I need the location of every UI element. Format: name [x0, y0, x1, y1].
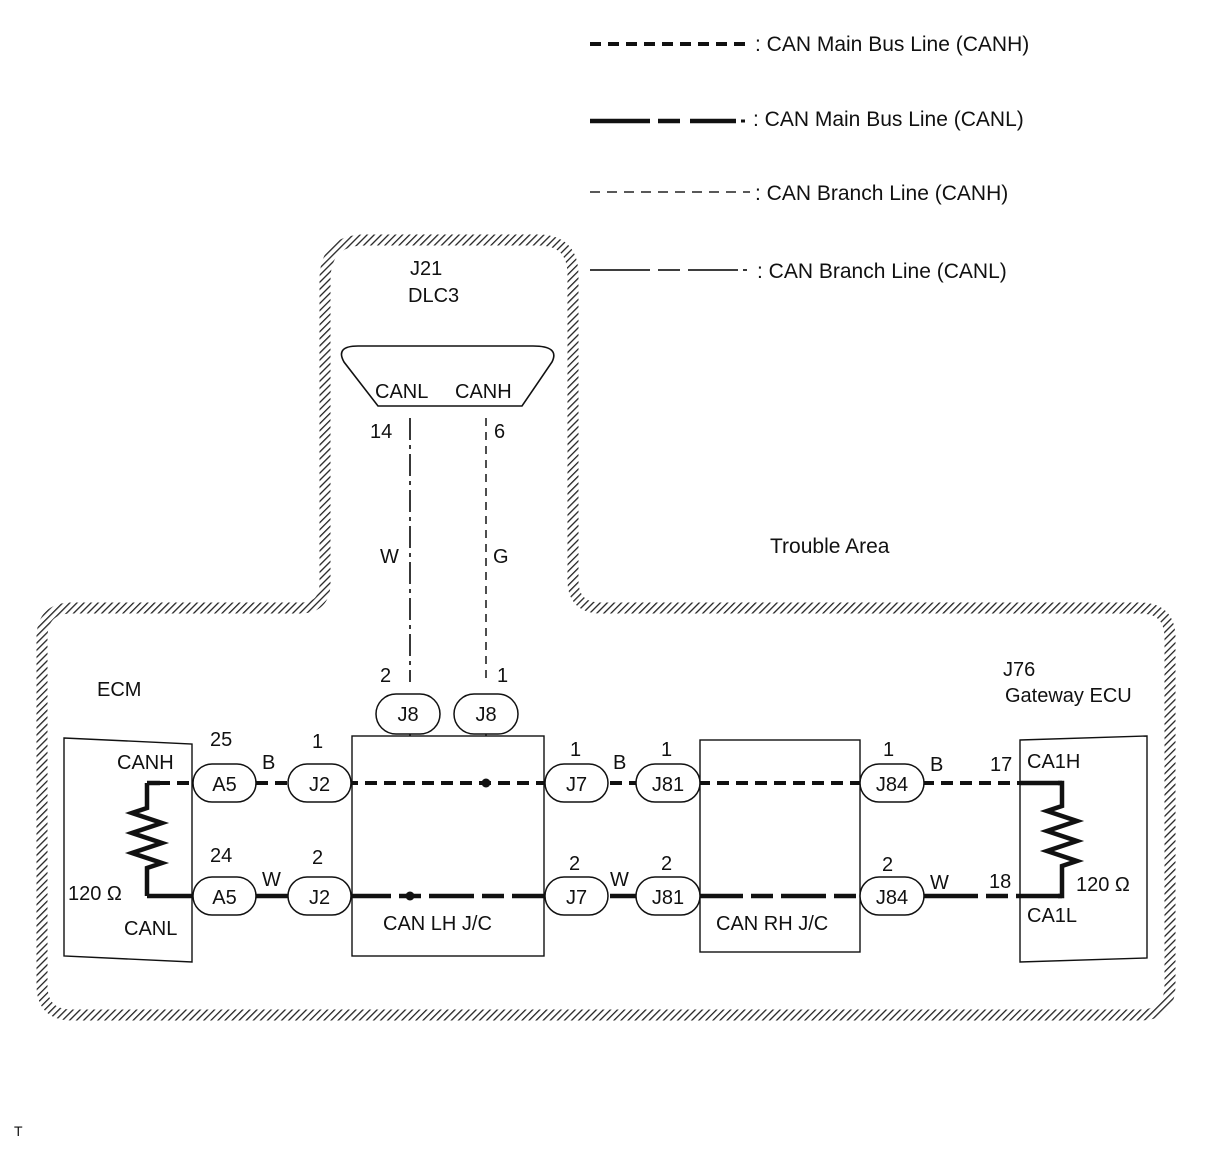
gateway-pin-canh-number: 17	[990, 754, 1012, 776]
wire-color-codes: B W B W B W	[262, 752, 949, 894]
wire-color-b-1: B	[262, 752, 275, 774]
connector-j81-canh	[635, 763, 701, 803]
dlc3-pin-canl: CANL	[375, 381, 428, 403]
pin-j81-canl: 2	[661, 853, 672, 875]
connector-j84-canl	[859, 876, 925, 916]
connector-a5-canl	[192, 876, 257, 916]
gateway-canl-label: CA1L	[1027, 905, 1077, 927]
pin-a5-canl: 24	[210, 845, 232, 867]
gateway-pin-canl-number: 18	[989, 871, 1011, 893]
wire-color-b-3: B	[930, 754, 943, 776]
ecm-box	[63, 737, 193, 963]
connector-j81-canh-label: J81	[652, 774, 684, 796]
pin-j84-canh: 1	[883, 739, 894, 761]
gateway-ecu-name: Gateway ECU	[1005, 685, 1132, 707]
pin-j2-canh: 1	[312, 731, 323, 753]
dlc3-pin-canh: CANH	[455, 381, 512, 403]
gateway-resistor-value: 120 Ω	[1076, 874, 1130, 896]
can-lh-jc-label: CAN LH J/C	[383, 913, 492, 935]
connector-a5-canh	[192, 763, 257, 803]
pin-j7-canl: 2	[569, 853, 580, 875]
connector-j8-canh-label: J8	[475, 704, 496, 726]
pin-j7-canh: 1	[570, 739, 581, 761]
ecm-canh-label: CANH	[117, 752, 174, 774]
pin-j8-canh: 1	[497, 665, 508, 687]
legend-main-canl-label: : CAN Main Bus Line (CANL)	[753, 108, 1024, 131]
legend-branch-canl-label: : CAN Branch Line (CANL)	[757, 260, 1007, 283]
connector-j7-canl-label: J7	[566, 887, 587, 909]
ecm-canl-label: CANL	[124, 918, 177, 940]
dlc3-code: J21	[410, 258, 442, 280]
splice-point-canl	[405, 891, 415, 901]
gateway-ecu-box	[1019, 735, 1148, 963]
can-rh-junction-connector	[699, 739, 861, 953]
wire-color-w-2: W	[610, 869, 629, 891]
connector-j2-canl	[287, 876, 352, 916]
connector-j8-canl	[375, 693, 441, 735]
connector-j84-canh	[859, 763, 925, 803]
legend-main-canh-label: : CAN Main Bus Line (CANH)	[755, 33, 1029, 56]
wire-color-dlc-canl: W	[380, 546, 399, 568]
wire-color-w-1: W	[262, 869, 281, 891]
dlc3-connector	[340, 345, 555, 407]
connector-j7-canl	[544, 876, 609, 916]
wire-color-dlc-canh: G	[493, 546, 509, 568]
pin-j8-canl: 2	[380, 665, 391, 687]
connector-j2-canl-label: J2	[309, 887, 330, 909]
dlc3-connector-group: J21 DLC3 CANL CANH 14 6	[340, 258, 555, 443]
pin-numbers: 25 24 1 2 1 2 1 2 1 2 2 1	[210, 665, 894, 876]
ecm-termination-resistor	[124, 783, 170, 896]
wire-color-w-3: W	[930, 872, 949, 894]
connector-a5-canl-label: A5	[212, 887, 236, 909]
connector-j84-canh-label: J84	[876, 774, 908, 796]
connector-ovals	[192, 693, 925, 916]
pin-j81-canh: 1	[661, 739, 672, 761]
trouble-area-label: Trouble Area	[770, 535, 890, 558]
connector-j81-canl-label: J81	[652, 887, 684, 909]
connector-j2-canh-label: J2	[309, 774, 330, 796]
splice-point-canh	[481, 778, 491, 788]
connector-labels: A5 A5 J2 J2 J7 J7 J81 J81 J84 J84 J8 J8	[212, 704, 908, 909]
pin-j84-canl: 2	[882, 854, 893, 876]
connector-j2-canh	[287, 763, 352, 803]
gateway-ecu-code: J76	[1003, 659, 1035, 681]
connector-a5-canh-label: A5	[212, 774, 236, 796]
legend-branch-canh-label: : CAN Branch Line (CANH)	[755, 182, 1008, 205]
connector-j8-canh	[453, 693, 519, 735]
pin-a5-canh: 25	[210, 729, 232, 751]
connector-j81-canl	[635, 876, 701, 916]
ecm-resistor-value: 120 Ω	[68, 883, 122, 905]
connector-j84-canl-label: J84	[876, 887, 908, 909]
wire-color-b-2: B	[613, 752, 626, 774]
connector-j8-canl-label: J8	[397, 704, 418, 726]
connector-j7-canh-label: J7	[566, 774, 587, 796]
gateway-canh-label: CA1H	[1027, 751, 1080, 773]
legend: : CAN Main Bus Line (CANH) : CAN Main Bu…	[590, 33, 1029, 283]
can-rh-jc-label: CAN RH J/C	[716, 913, 828, 935]
dlc3-pin-canh-number: 6	[494, 421, 505, 443]
gateway-termination-resistor	[1039, 780, 1085, 899]
dlc3-pin-canl-number: 14	[370, 421, 392, 443]
dlc3-name: DLC3	[408, 285, 459, 307]
pin-j2-canl: 2	[312, 847, 323, 869]
connector-j7-canh	[544, 763, 609, 803]
can-lh-junction-connector	[351, 735, 545, 957]
ecm-label: ECM	[97, 679, 141, 701]
footer-mark: T	[14, 1123, 23, 1139]
trouble-area-boundary	[36, 234, 1176, 1021]
